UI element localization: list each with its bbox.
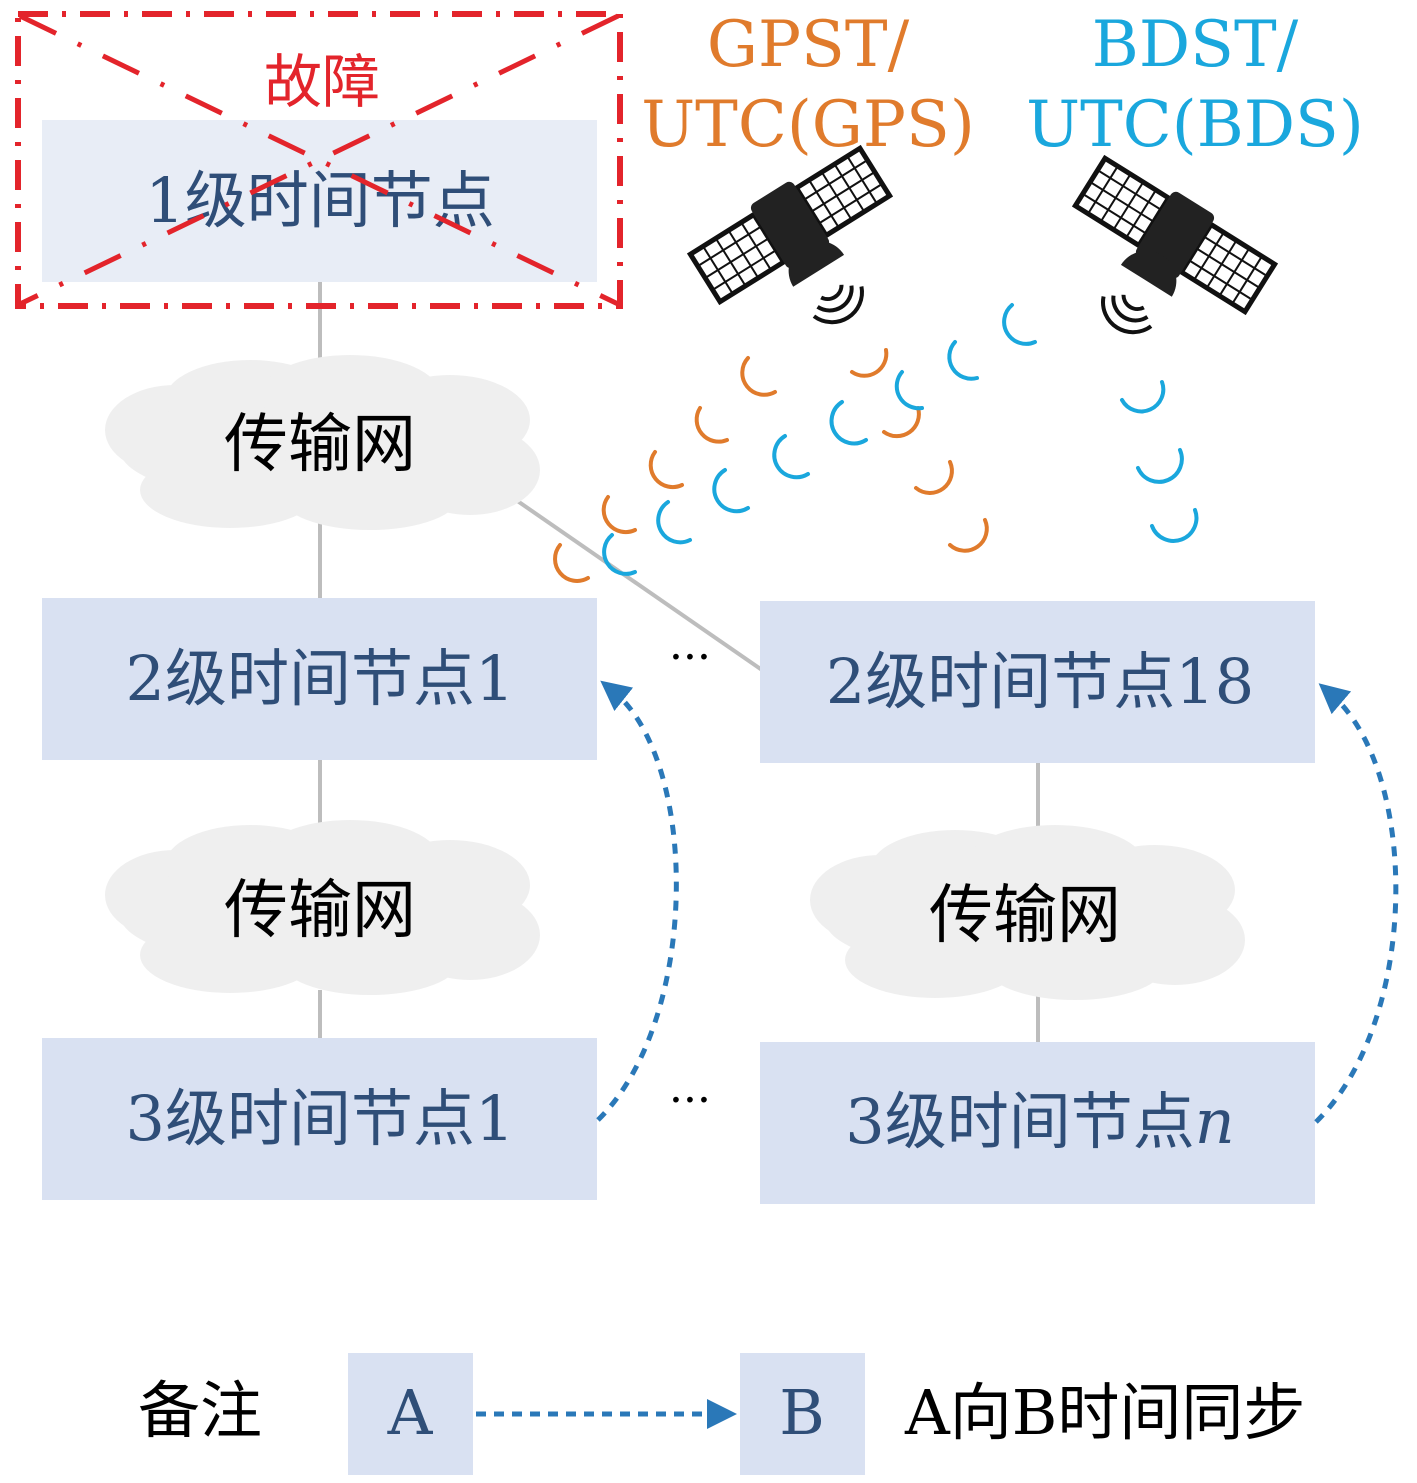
bds-label-line1: BDST/ xyxy=(1092,8,1299,82)
node-level2-1-box xyxy=(42,598,597,760)
node-level3-n[interactable]: 3级时间节点n xyxy=(760,1042,1315,1204)
fault-box xyxy=(15,11,623,309)
node-level2-1-label: 2级时间节点1 xyxy=(126,642,515,715)
node-level3-1-label: 3级时间节点1 xyxy=(126,1082,515,1155)
legend-box-b-label: B xyxy=(779,1376,825,1449)
cloud-left: 传输网 xyxy=(105,820,540,995)
node-level2-18-label: 2级时间节点18 xyxy=(826,645,1254,718)
cloud-top: 传输网 xyxy=(105,355,540,530)
bds-label-line2: UTC(BDS) xyxy=(1026,88,1364,162)
cloud-icon xyxy=(105,355,540,530)
gps-label-line2: UTC(GPS) xyxy=(641,88,975,162)
node-level3-n-var: n xyxy=(1195,1085,1235,1158)
legend-title: 备注 xyxy=(138,1374,262,1447)
legend-box-b xyxy=(740,1353,865,1475)
node-level1-label: 1级时间节点 xyxy=(145,164,494,237)
gps-signal-arcs xyxy=(553,348,989,583)
node-level1-box xyxy=(42,120,597,282)
gps-label-line1: GPST/ xyxy=(707,8,910,82)
bds-signal-arcs xyxy=(602,303,1199,576)
gps-label: GPST/ UTC(GPS) xyxy=(641,8,975,162)
cloud-icon xyxy=(810,825,1245,1000)
node-level3-n-box xyxy=(760,1042,1315,1204)
node-level2-18[interactable]: 2级时间节点18 xyxy=(760,601,1315,763)
bds-satellite-icon xyxy=(1071,154,1279,335)
bds-label: BDST/ UTC(BDS) xyxy=(1026,8,1364,162)
node-level2-18-box xyxy=(760,601,1315,763)
legend-description: A向B时间同步 xyxy=(904,1376,1305,1449)
legend: 备注 A B A向B时间同步 xyxy=(138,1353,1305,1475)
fault-cross-2 xyxy=(18,13,620,307)
cloud-icon xyxy=(105,820,540,995)
cloud-right-label: 传输网 xyxy=(929,879,1121,953)
sync-arrow-left xyxy=(596,680,679,1122)
node-level1[interactable]: 1级时间节点 xyxy=(42,120,597,282)
ellipsis-bottom: ··· xyxy=(669,1075,711,1126)
cloud-top-label: 传输网 xyxy=(224,408,416,482)
fault-label: 故障 xyxy=(264,48,380,116)
legend-box-a-label: A xyxy=(387,1376,434,1449)
cloud-right: 传输网 xyxy=(810,825,1245,1000)
ellipsis-mid: ··· xyxy=(669,632,711,683)
node-level3-n-prefix: 3级时间节点 xyxy=(845,1085,1194,1158)
fault-marker: 故障 xyxy=(15,11,623,309)
connector-cloud-l2b xyxy=(488,480,764,672)
fault-cross-1 xyxy=(18,13,620,307)
node-level3-1-box xyxy=(42,1038,597,1200)
node-level3-n-label: 3级时间节点n xyxy=(845,1085,1234,1158)
gps-satellite-icon xyxy=(686,144,894,325)
legend-box-a xyxy=(348,1353,473,1475)
sync-arrow-right xyxy=(1314,683,1399,1124)
node-level3-1[interactable]: 3级时间节点1 xyxy=(42,1038,597,1200)
node-level2-1[interactable]: 2级时间节点1 xyxy=(42,598,597,760)
cloud-left-label: 传输网 xyxy=(224,874,416,948)
